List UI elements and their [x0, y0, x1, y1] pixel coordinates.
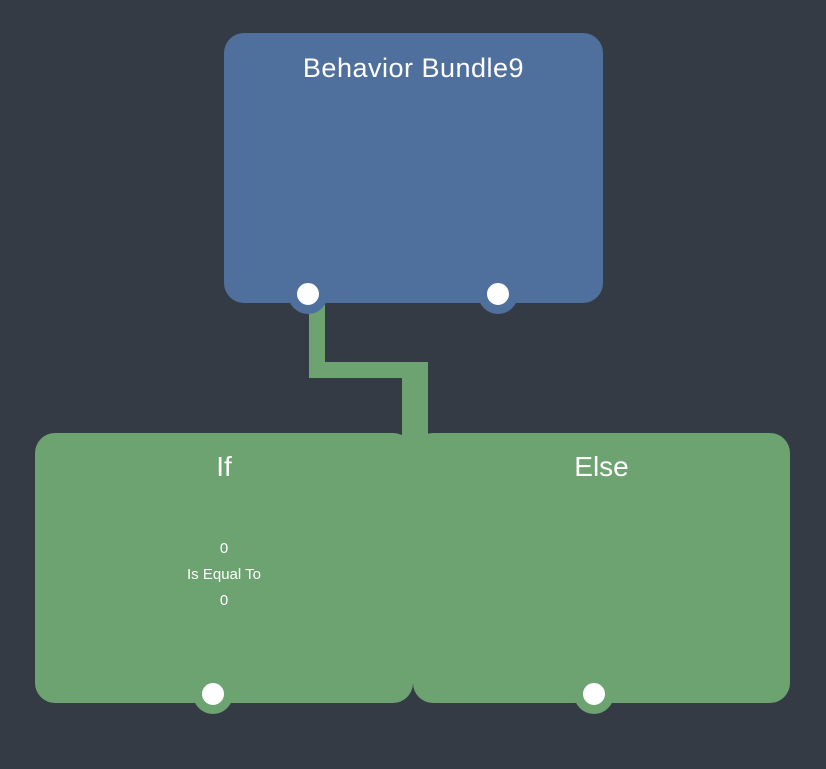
if-block[interactable]: If 0 Is Equal To 0	[35, 433, 413, 703]
condition-operator: Is Equal To	[187, 566, 261, 583]
else-block[interactable]: Else	[413, 433, 790, 703]
if-block-label: If	[216, 451, 232, 482]
behavior-bundle-node[interactable]: Behavior Bundle9	[224, 33, 603, 303]
else-block-label: Else	[574, 451, 629, 482]
condition-operand-bottom: 0	[219, 592, 229, 609]
if-condition[interactable]: 0 Is Equal To 0	[35, 536, 413, 614]
connection-segment-horizontal[interactable]	[309, 362, 428, 378]
condition-operand-top: 0	[219, 540, 229, 557]
else-output-port[interactable]	[574, 674, 614, 714]
bundle-output-port-left[interactable]	[288, 274, 328, 314]
connection-segment-vertical-bottom[interactable]	[402, 362, 428, 455]
if-output-port[interactable]	[193, 674, 233, 714]
bundle-output-port-right[interactable]	[478, 274, 518, 314]
connection-segment-vertical-top[interactable]	[309, 300, 325, 378]
behavior-bundle-title: Behavior Bundle9	[302, 53, 525, 83]
